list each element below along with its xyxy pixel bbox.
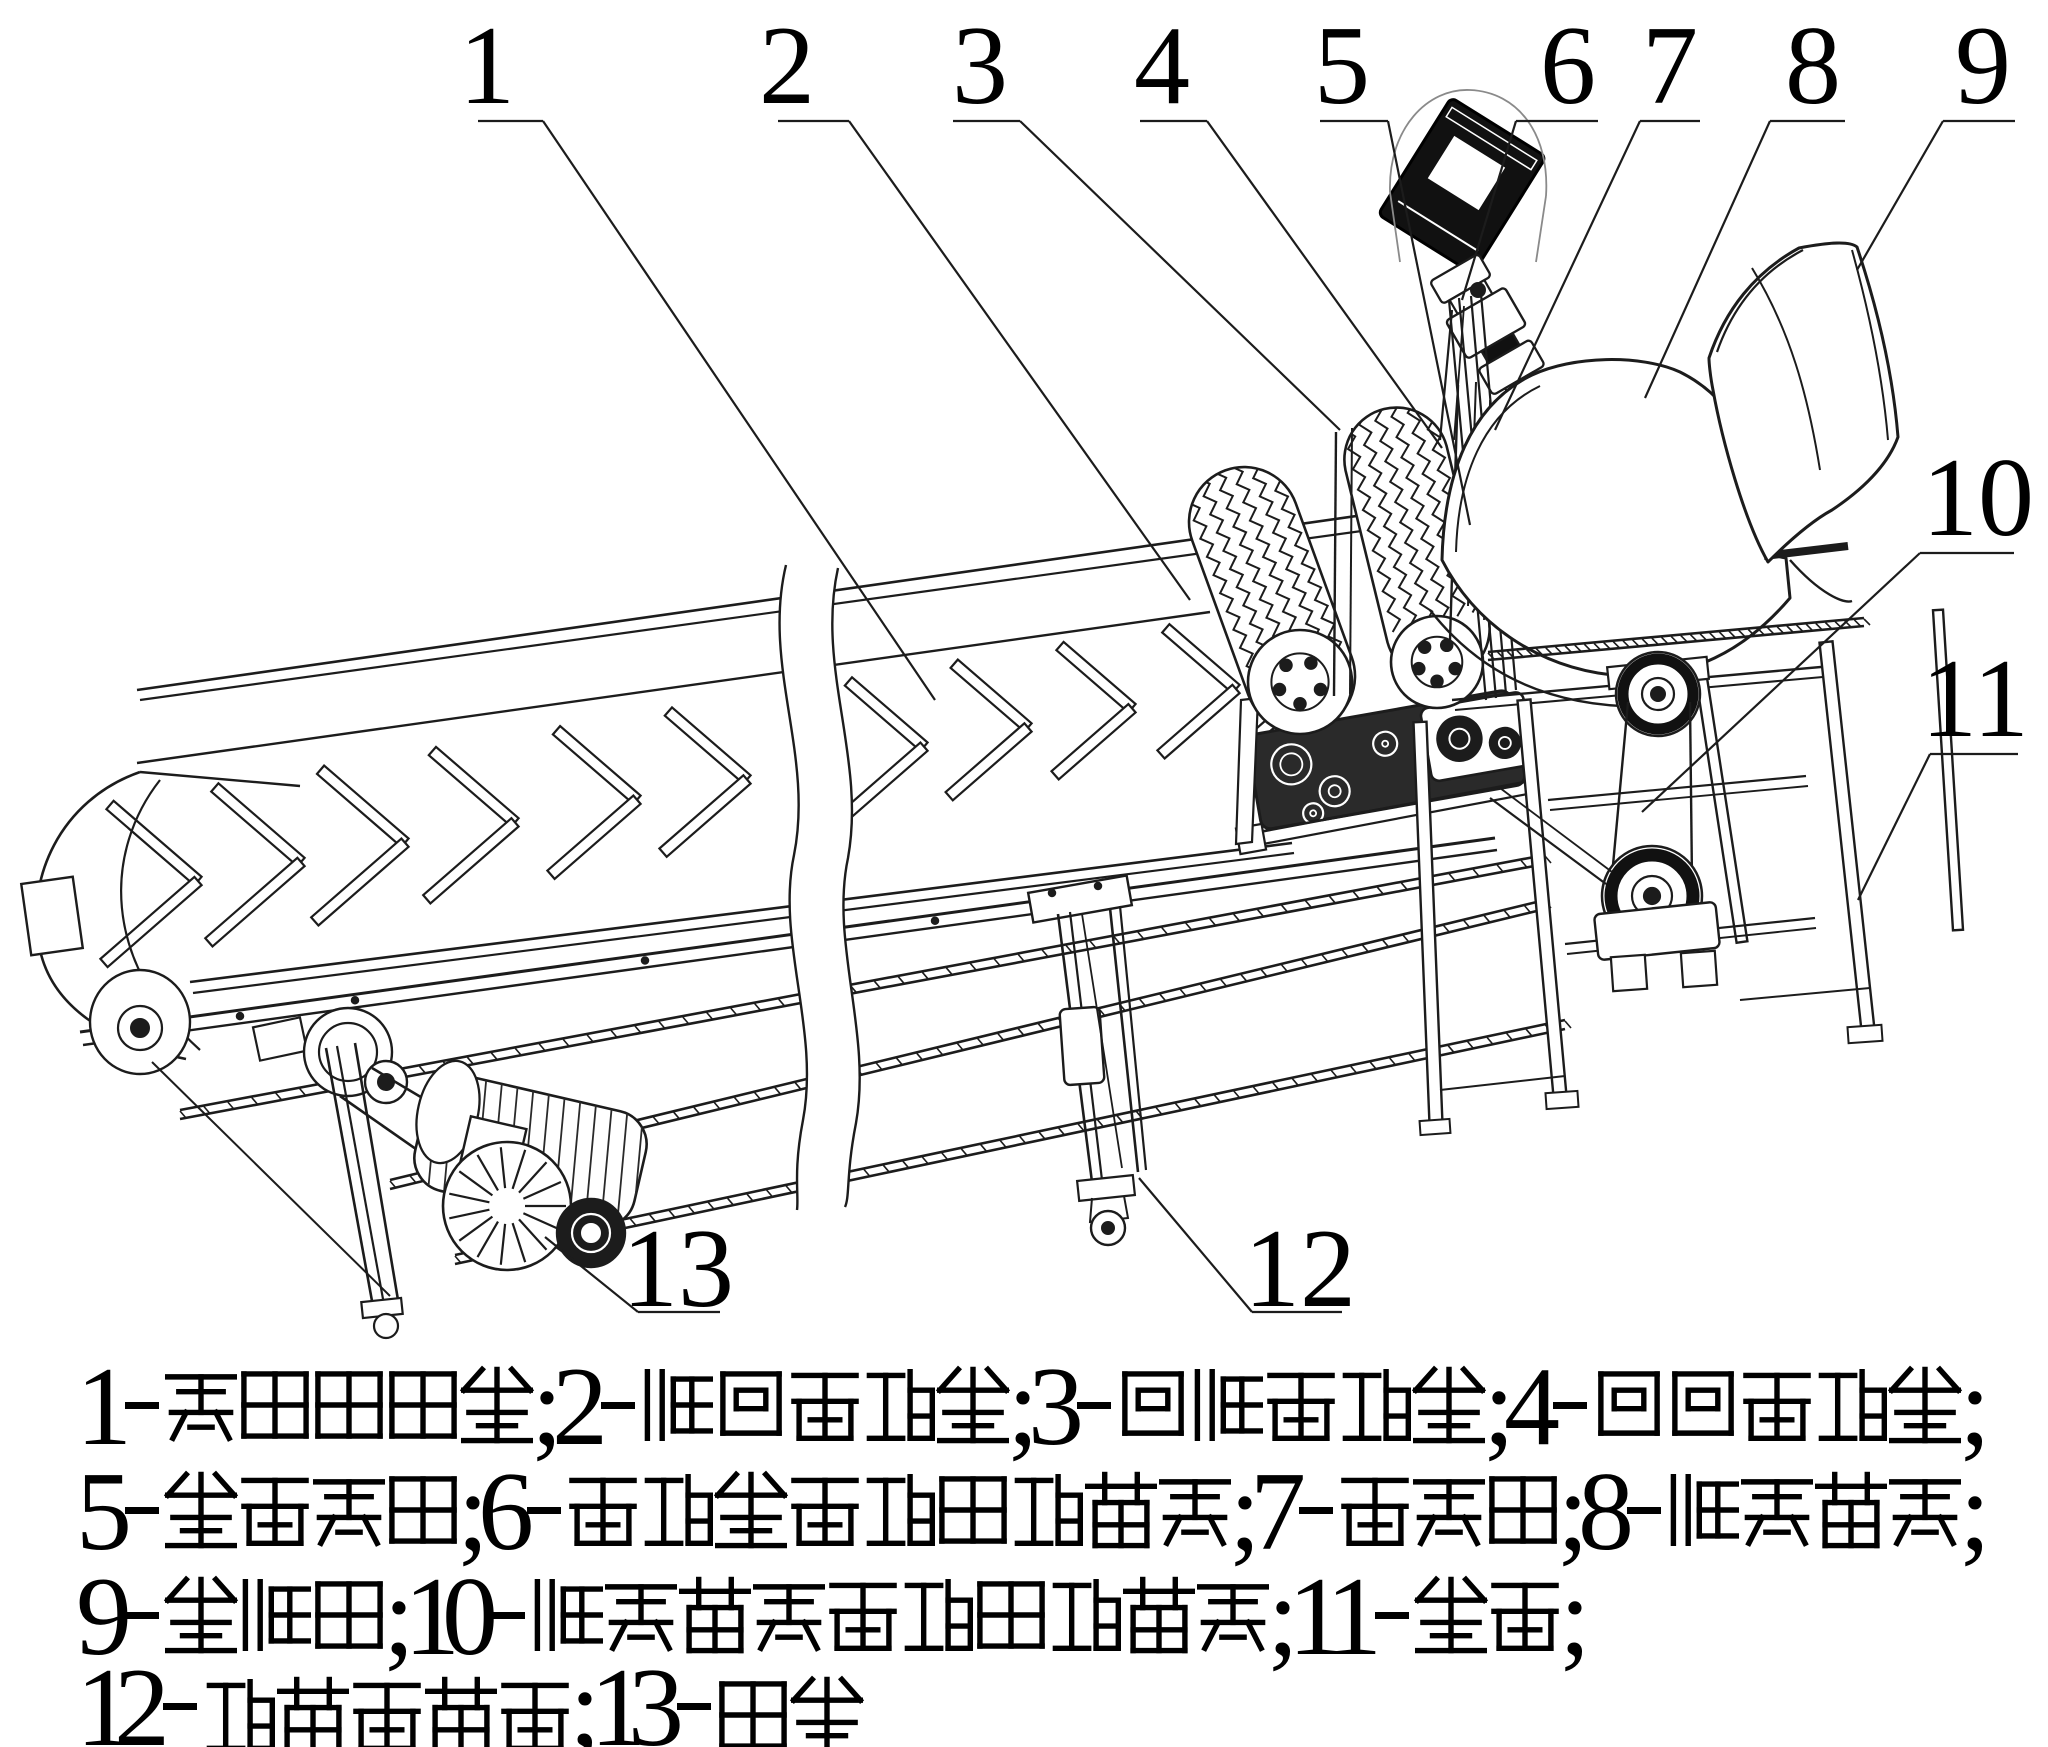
svg-text:;: ;: [383, 1555, 414, 1679]
svg-text:9: 9: [76, 1555, 132, 1679]
svg-text:10: 10: [1922, 436, 2034, 560]
svg-text:;: ;: [569, 1646, 600, 1747]
svg-text:3: 3: [628, 1646, 684, 1747]
svg-text:7: 7: [1250, 1450, 1306, 1574]
svg-text:;: ;: [1007, 1345, 1038, 1469]
svg-text:6: 6: [1540, 4, 1596, 128]
svg-text:4: 4: [1134, 4, 1190, 128]
svg-text:1: 1: [76, 1345, 132, 1469]
svg-text:1: 1: [404, 1555, 460, 1679]
svg-text:2: 2: [114, 1646, 170, 1747]
svg-text:7: 7: [1642, 4, 1698, 128]
svg-text:;: ;: [1557, 1450, 1588, 1574]
svg-text:1: 1: [590, 1646, 646, 1747]
svg-text:2: 2: [759, 4, 815, 128]
svg-text:11: 11: [1921, 637, 2029, 761]
svg-text:;: ;: [1959, 1345, 1990, 1469]
svg-text:1: 1: [1288, 1555, 1344, 1679]
svg-text:13: 13: [622, 1207, 734, 1331]
svg-text:;: ;: [531, 1345, 562, 1469]
svg-text:;: ;: [1959, 1450, 1990, 1574]
svg-text:;: ;: [1483, 1345, 1514, 1469]
svg-text:5: 5: [76, 1450, 132, 1574]
svg-text:4: 4: [1504, 1345, 1560, 1469]
svg-text:6: 6: [478, 1450, 534, 1574]
svg-text:2: 2: [552, 1345, 608, 1469]
svg-text:1: 1: [459, 4, 515, 128]
svg-text:;: ;: [1229, 1450, 1260, 1574]
svg-text:8: 8: [1578, 1450, 1634, 1574]
svg-text:3: 3: [952, 4, 1008, 128]
svg-text:;: ;: [457, 1450, 488, 1574]
svg-text:0: 0: [442, 1555, 498, 1679]
svg-text:8: 8: [1785, 4, 1841, 128]
svg-text:1: 1: [1326, 1555, 1382, 1679]
svg-text:5: 5: [1314, 4, 1370, 128]
svg-text:9: 9: [1955, 4, 2011, 128]
svg-text:12: 12: [1244, 1207, 1356, 1331]
svg-text:;: ;: [1267, 1555, 1298, 1679]
svg-text:;: ;: [1559, 1555, 1590, 1679]
svg-text:1: 1: [76, 1646, 132, 1747]
svg-text:3: 3: [1028, 1345, 1084, 1469]
